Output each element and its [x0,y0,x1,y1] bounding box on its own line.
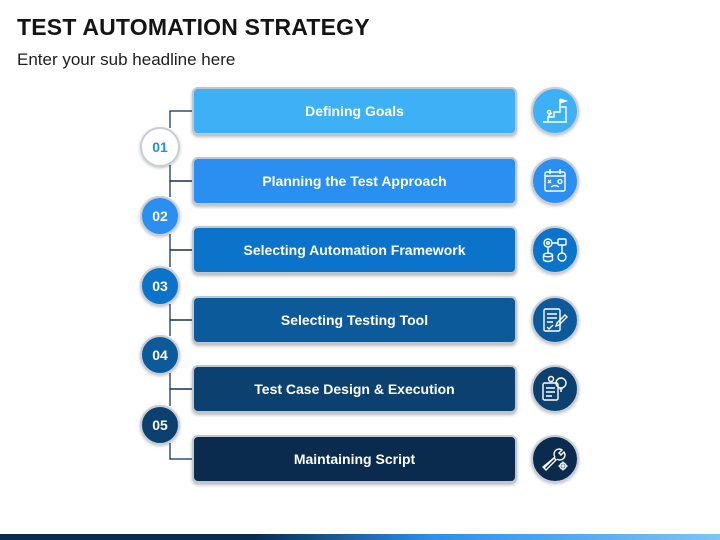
framework-network-icon [542,238,567,263]
badge-number-1: 01 [152,139,168,155]
number-badge-1: 01 [140,127,180,167]
step-label-5: Test Case Design & Execution [254,381,455,397]
icon-circle-4 [531,296,579,344]
goal-flag-steps-icon [543,98,569,123]
icon-circle-3 [531,226,579,274]
step-label-1: Defining Goals [305,103,404,119]
planning-board-icon [544,169,566,192]
badge-number-2: 02 [152,208,168,224]
step-label-4: Selecting Testing Tool [280,312,429,328]
step-label-2: Planning the Test Approach [262,173,447,189]
page-title: TEST AUTOMATION STRATEGY [17,14,370,40]
number-badge-3: 03 [140,266,180,306]
step-label-6: Maintaining Script [293,451,416,467]
number-badge-2: 02 [140,196,180,236]
page-subtitle: Enter your sub headline here [17,50,236,69]
badge-number-3: 03 [152,278,168,294]
icon-circle-6 [531,435,579,483]
step-bar-6: Maintaining Script [192,435,517,483]
badge-number-5: 05 [152,417,168,433]
wrench-gear-icon [541,448,568,471]
number-badge-5: 05 [140,405,180,445]
step-label-3: Selecting Automation Framework [243,242,466,258]
step-bar-2: Planning the Test Approach [192,157,517,205]
step-bar-1: Defining Goals [192,87,517,135]
step-bar-4: Selecting Testing Tool [192,296,517,344]
step-bar-5: Test Case Design & Execution [192,365,517,413]
testing-tool-document-icon [543,308,568,332]
icon-circle-2 [531,157,579,205]
icon-circle-5 [531,365,579,413]
badge-number-4: 04 [152,347,168,363]
step-bar-3: Selecting Automation Framework [192,226,517,274]
number-badge-4: 04 [140,335,180,375]
footer-bar [0,534,720,540]
icon-circle-1 [531,87,579,135]
design-execution-icon [542,375,567,401]
